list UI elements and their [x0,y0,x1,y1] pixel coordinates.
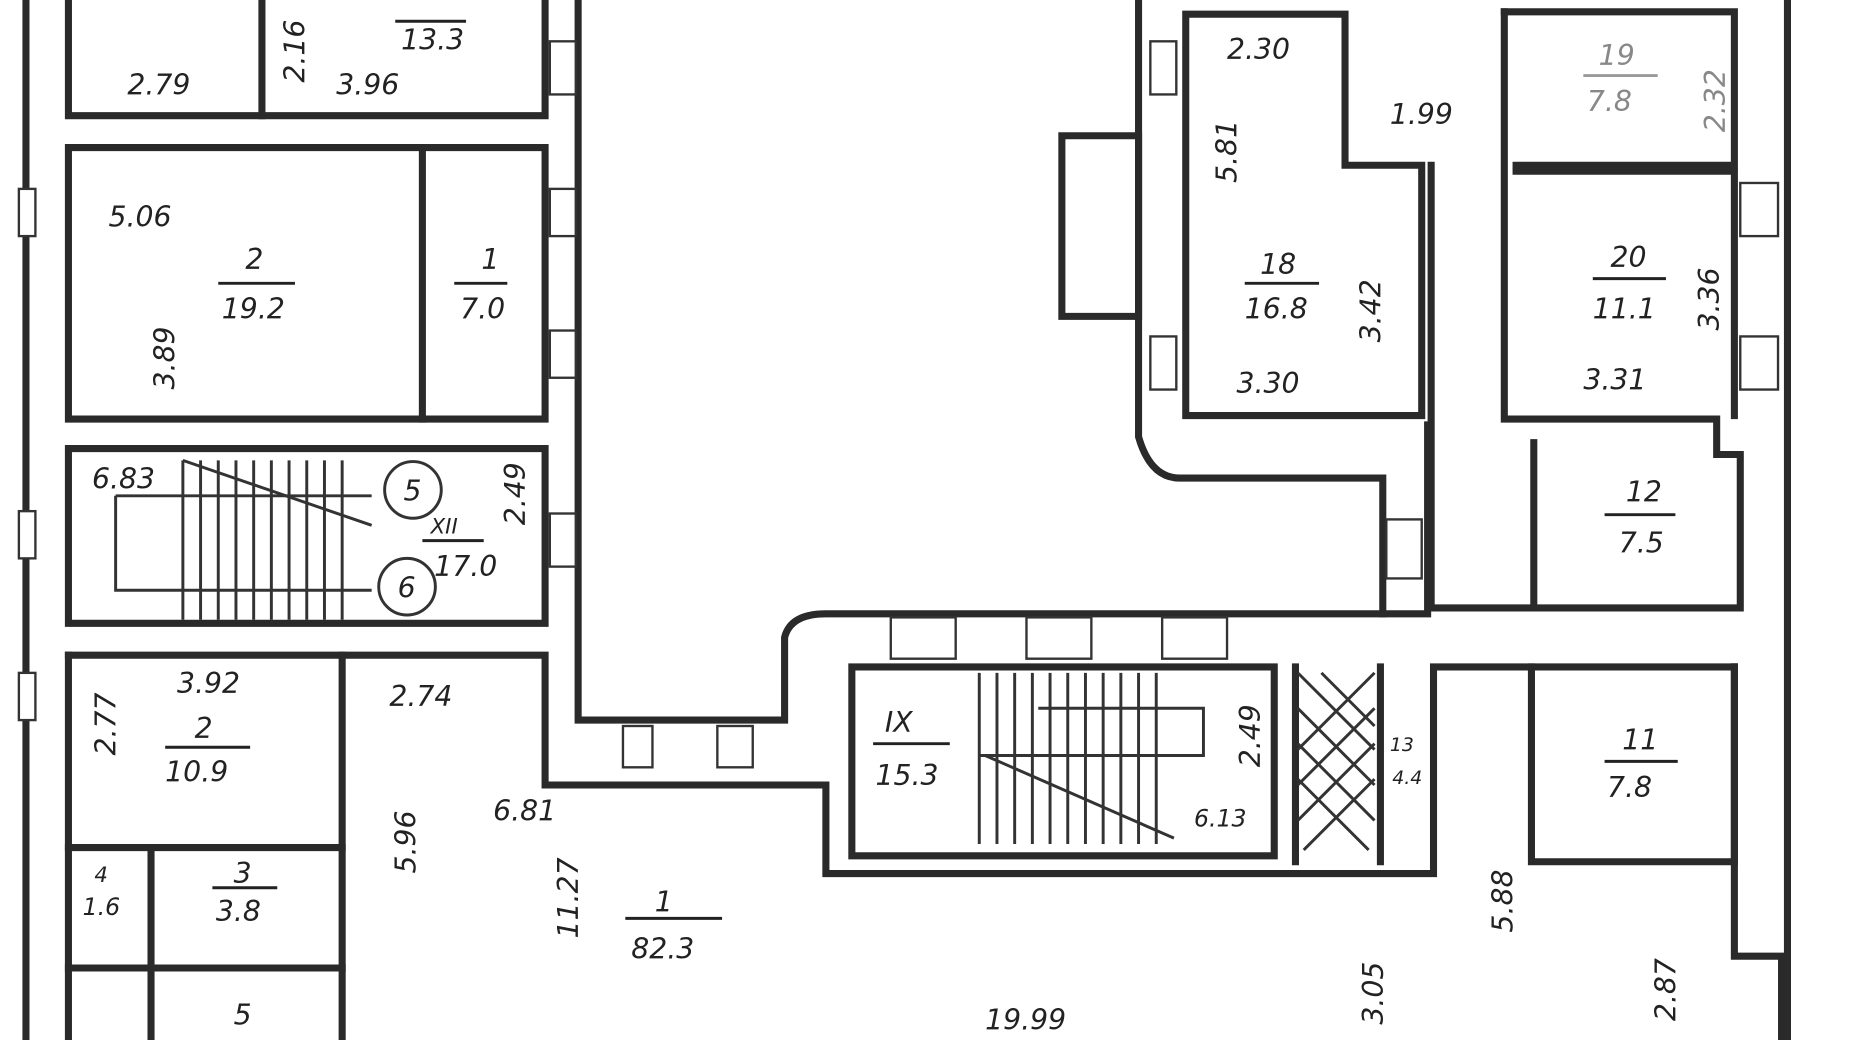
dimension-label: 3.96 [336,68,399,101]
walls [22,0,1792,1040]
dimension-label: 2.79 [127,68,190,101]
dimension-label: 2.32 [1699,69,1732,132]
room-area: 7.0 [460,293,505,326]
room-number: 1 [655,885,673,918]
marker-5: 5 [404,475,422,508]
dimension-label: 3.42 [1354,279,1387,342]
room-area: 19.2 [222,293,285,326]
room-area: 11.1 [1593,293,1656,326]
room-area: 15.3 [875,759,938,792]
room-number: XII [430,515,458,540]
area-label: 13.3 [401,24,464,57]
room-area: 82.3 [631,933,694,966]
dimension-label: 2.77 [90,692,123,755]
dimension-label: 6.81 [493,794,556,827]
dimension-label: 3.31 [1583,364,1646,397]
room-number: 5 [234,999,252,1032]
room-area: 3.8 [216,895,261,928]
dimension-label: 19.99 [985,1003,1066,1036]
room-number: 19 [1599,39,1635,72]
room-number: IX [885,706,913,739]
dimension-label: 2.87 [1649,958,1682,1021]
room-number: 12 [1626,476,1662,509]
room-number: 18 [1260,248,1296,281]
room-number: 1 [481,243,499,276]
room-area: 4.4 [1392,767,1422,789]
dimension-label: 5.88 [1487,870,1520,933]
room-number: 2 [195,712,213,745]
dimension-label: 2.74 [389,680,452,713]
dimension-label: 3.36 [1693,267,1726,330]
dimension-label: 3.89 [149,326,182,389]
dimension-label: 2.49 [499,462,532,525]
room-area: 7.8 [1607,771,1652,804]
dimension-label: 3.92 [177,667,240,700]
room-area: 10.9 [165,755,228,788]
room-area: 17.0 [434,550,497,583]
dimension-label: 2.16 [278,20,311,83]
dimension-label: 11.27 [552,857,585,938]
staircase-xii [114,458,443,620]
room-number: 2 [245,243,263,276]
room-number: 4 [94,863,108,888]
room-number: 3 [234,857,252,890]
dimension-label: 3.30 [1236,367,1299,400]
dimension-label: 2.30 [1227,33,1290,66]
dimension-label: 6.83 [92,463,155,496]
dimension-label: 5.81 [1210,120,1243,183]
dimension-label: 3.05 [1357,962,1390,1025]
dimension-label: 2.49 [1234,704,1267,767]
room-area: 1.6 [83,893,121,921]
room-number: 13 [1390,734,1414,756]
room-number: 20 [1610,241,1646,274]
shaft [1296,671,1376,851]
room-area: 7.5 [1619,526,1664,559]
dimension-label: 1.99 [1390,98,1453,131]
staircase-ix [977,672,1205,845]
dimension-label: 5.06 [109,201,172,234]
room-labels: 13.3 2.79 2.16 3.96 5.06 3.89 2 19.2 1 7… [83,20,1732,1037]
dimension-label: 6.13 [1194,804,1247,832]
windows [17,40,1780,769]
room-area: 7.8 [1587,85,1632,118]
room-area: 16.8 [1245,293,1308,326]
marker-6: 6 [398,571,416,604]
dimension-label: 5.96 [389,810,422,873]
room-number: 11 [1622,724,1658,757]
